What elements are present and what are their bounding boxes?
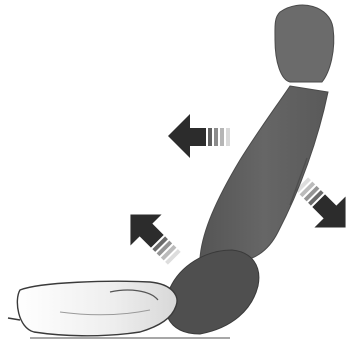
seat-front-edge: [8, 318, 20, 320]
headrest: [275, 5, 334, 82]
cushion-tilt-up-arrow: [115, 199, 190, 274]
seat-cushion: [17, 281, 177, 336]
backrest: [200, 86, 328, 262]
seat-side-panel: [168, 250, 259, 334]
recline-forward-arrow: [168, 114, 230, 158]
